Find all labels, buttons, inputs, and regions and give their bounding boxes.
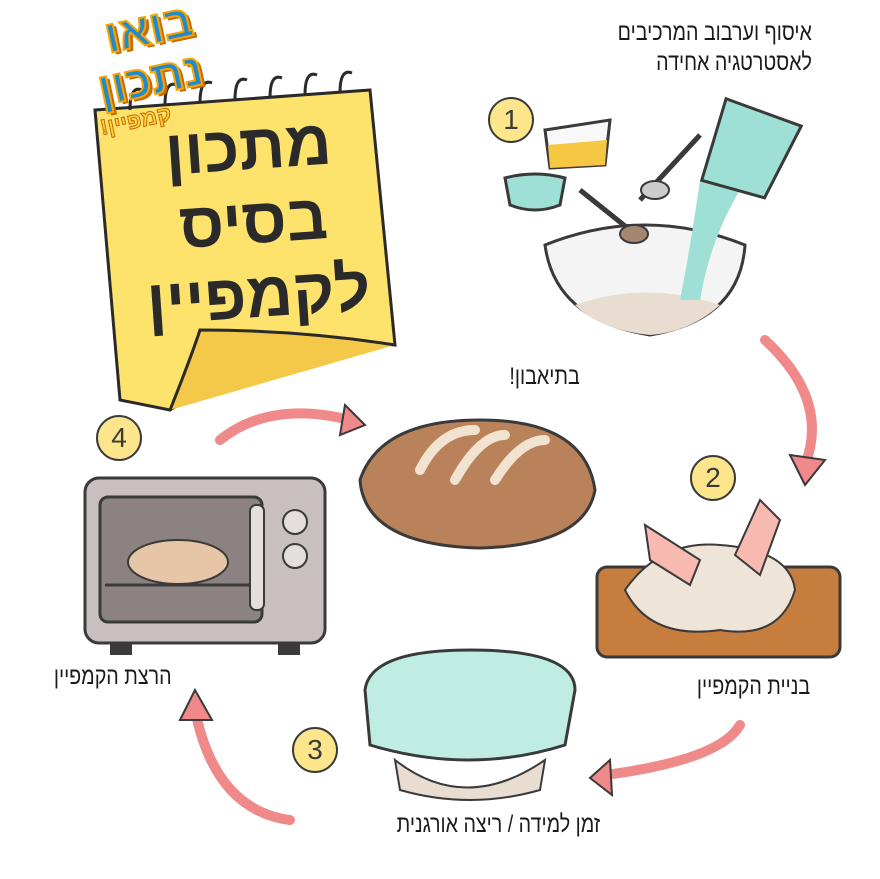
step-2-number: 2: [690, 455, 736, 501]
step-1-label-line: לאסטרטגיה אחידה: [656, 49, 812, 76]
step-3-number: 3: [292, 727, 338, 773]
covered-dough-illustration: [363, 648, 577, 801]
arrow-3-to-4: [190, 705, 295, 825]
arrow-2-to-3: [600, 720, 745, 780]
bread-illustration: [358, 418, 597, 550]
note-title: מתכון בסיס לקמפיין: [111, 101, 399, 389]
mixing-bowl-illustration: [503, 96, 804, 337]
sticky-note: [93, 70, 397, 412]
arrow-1-to-2: [760, 335, 817, 470]
result-label: בתיאבון!: [509, 363, 580, 390]
step-3-label: זמן למידה / ריצה אורגנית: [396, 811, 600, 838]
step-2-label: בניית הקמפיין: [696, 673, 810, 700]
arrow-4-to-bread: [215, 408, 355, 445]
step-1-number: 1: [488, 97, 534, 143]
flow-arrows: [190, 335, 817, 825]
step-4-number: 4: [96, 415, 142, 461]
dough-board-illustration: [595, 498, 842, 659]
step-4-label: הרצת הקמפיין: [54, 663, 172, 690]
step-1-label-line: איסוף וערבוב המרכיבים: [617, 19, 812, 46]
oven-illustration: [83, 476, 327, 655]
step-1-label: איסוף וערבוב המרכיבים לאסטרטגיה אחידה: [618, 18, 812, 78]
